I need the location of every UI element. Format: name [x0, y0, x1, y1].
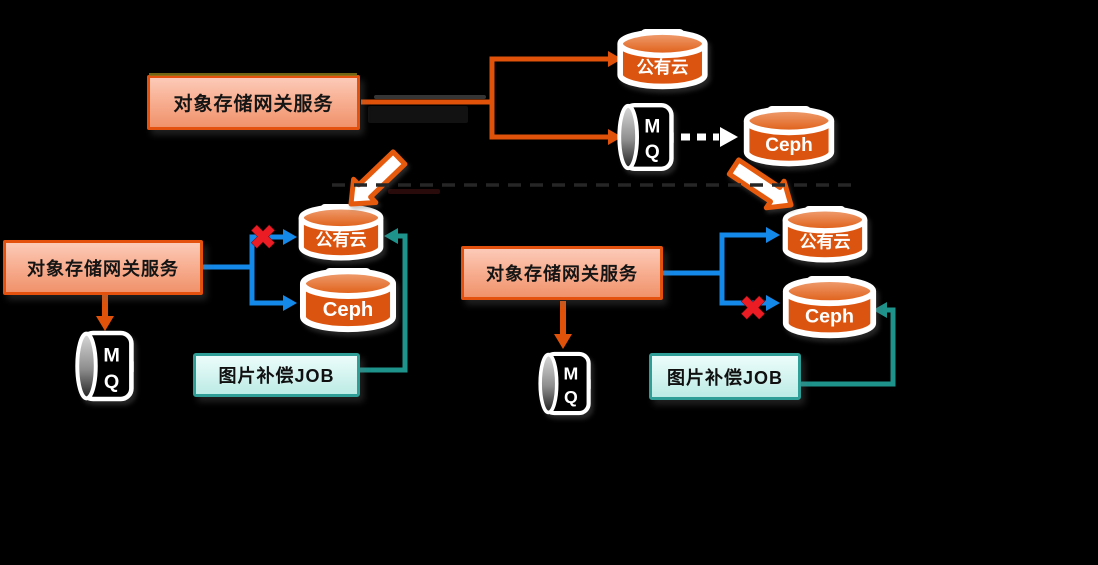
faded-annotation-artifact [368, 106, 468, 123]
image-compensation-job-box-left: 图片补偿JOB [193, 353, 360, 397]
public-cloud-cylinder-left: 公有云 [294, 204, 388, 264]
ceph-label: Ceph [805, 305, 854, 327]
write-fail-x-icon: ✖ [249, 218, 278, 258]
mq-label-q: Q [564, 387, 578, 407]
mq-end-face [75, 331, 98, 401]
mq-end-face [538, 352, 559, 415]
right-blue-connector [663, 227, 780, 311]
mq-cylinder-top: M Q [612, 102, 680, 172]
public-cloud-cylinder-right: 公有云 [780, 206, 870, 266]
public-cloud-label: 公有云 [637, 57, 689, 77]
faded-annotation-artifact [388, 189, 440, 194]
right-job-to-ceph-connector [800, 302, 896, 387]
mq-cylinder-right: M Q [534, 351, 596, 416]
public-cloud-label: 公有云 [315, 229, 366, 249]
mq-label-m: M [564, 363, 579, 383]
mq-cylinder-left: M Q [72, 329, 138, 403]
job-label: 图片补偿JOB [666, 367, 783, 388]
job-label: 图片补偿JOB [218, 366, 335, 386]
ceph-label: Ceph [765, 135, 813, 156]
ceph-label: Ceph [323, 299, 374, 321]
arrowhead-to-public-cloud-top [608, 51, 622, 67]
public-cloud-cylinder-top: 公有云 [615, 28, 710, 94]
mq-label-q: Q [645, 142, 660, 163]
ceph-cylinder-left: Ceph [296, 268, 400, 336]
gateway-service-box-top: 对象存储网关服务 [147, 73, 360, 130]
gateway-service-label: 对象存储网关服务 [486, 264, 638, 284]
faded-annotation-artifact [374, 95, 486, 99]
top-orange-connector [361, 51, 622, 145]
mq-label-m: M [644, 117, 660, 138]
mq-label-q: Q [104, 371, 119, 393]
mq-label-m: M [103, 344, 119, 366]
public-cloud-label: 公有云 [799, 231, 850, 251]
left-gateway-to-mq-arrow [96, 295, 114, 331]
gateway-service-label: 对象存储网关服务 [173, 94, 334, 115]
gateway-service-box-left: 对象存储网关服务 [3, 240, 203, 295]
gateway-service-label: 对象存储网关服务 [27, 258, 179, 279]
arrowhead-to-mq-top [608, 129, 622, 145]
flow-down-left-arrow [348, 149, 408, 207]
box-top-highlight [149, 73, 358, 76]
gateway-service-box-right: 对象存储网关服务 [461, 246, 663, 300]
write-fail-x-icon: ✖ [739, 289, 768, 329]
mq-end-face [617, 103, 639, 171]
right-gateway-to-mq-arrow [554, 301, 572, 349]
left-job-to-public-cloud-connector [360, 228, 408, 373]
ceph-cylinder-top: Ceph [734, 106, 844, 170]
mq-to-ceph-dashed-arrow [681, 127, 738, 147]
image-compensation-job-box-right: 图片补偿JOB [649, 353, 801, 400]
ceph-cylinder-right: Ceph [779, 276, 880, 342]
left-blue-connector [203, 229, 297, 311]
